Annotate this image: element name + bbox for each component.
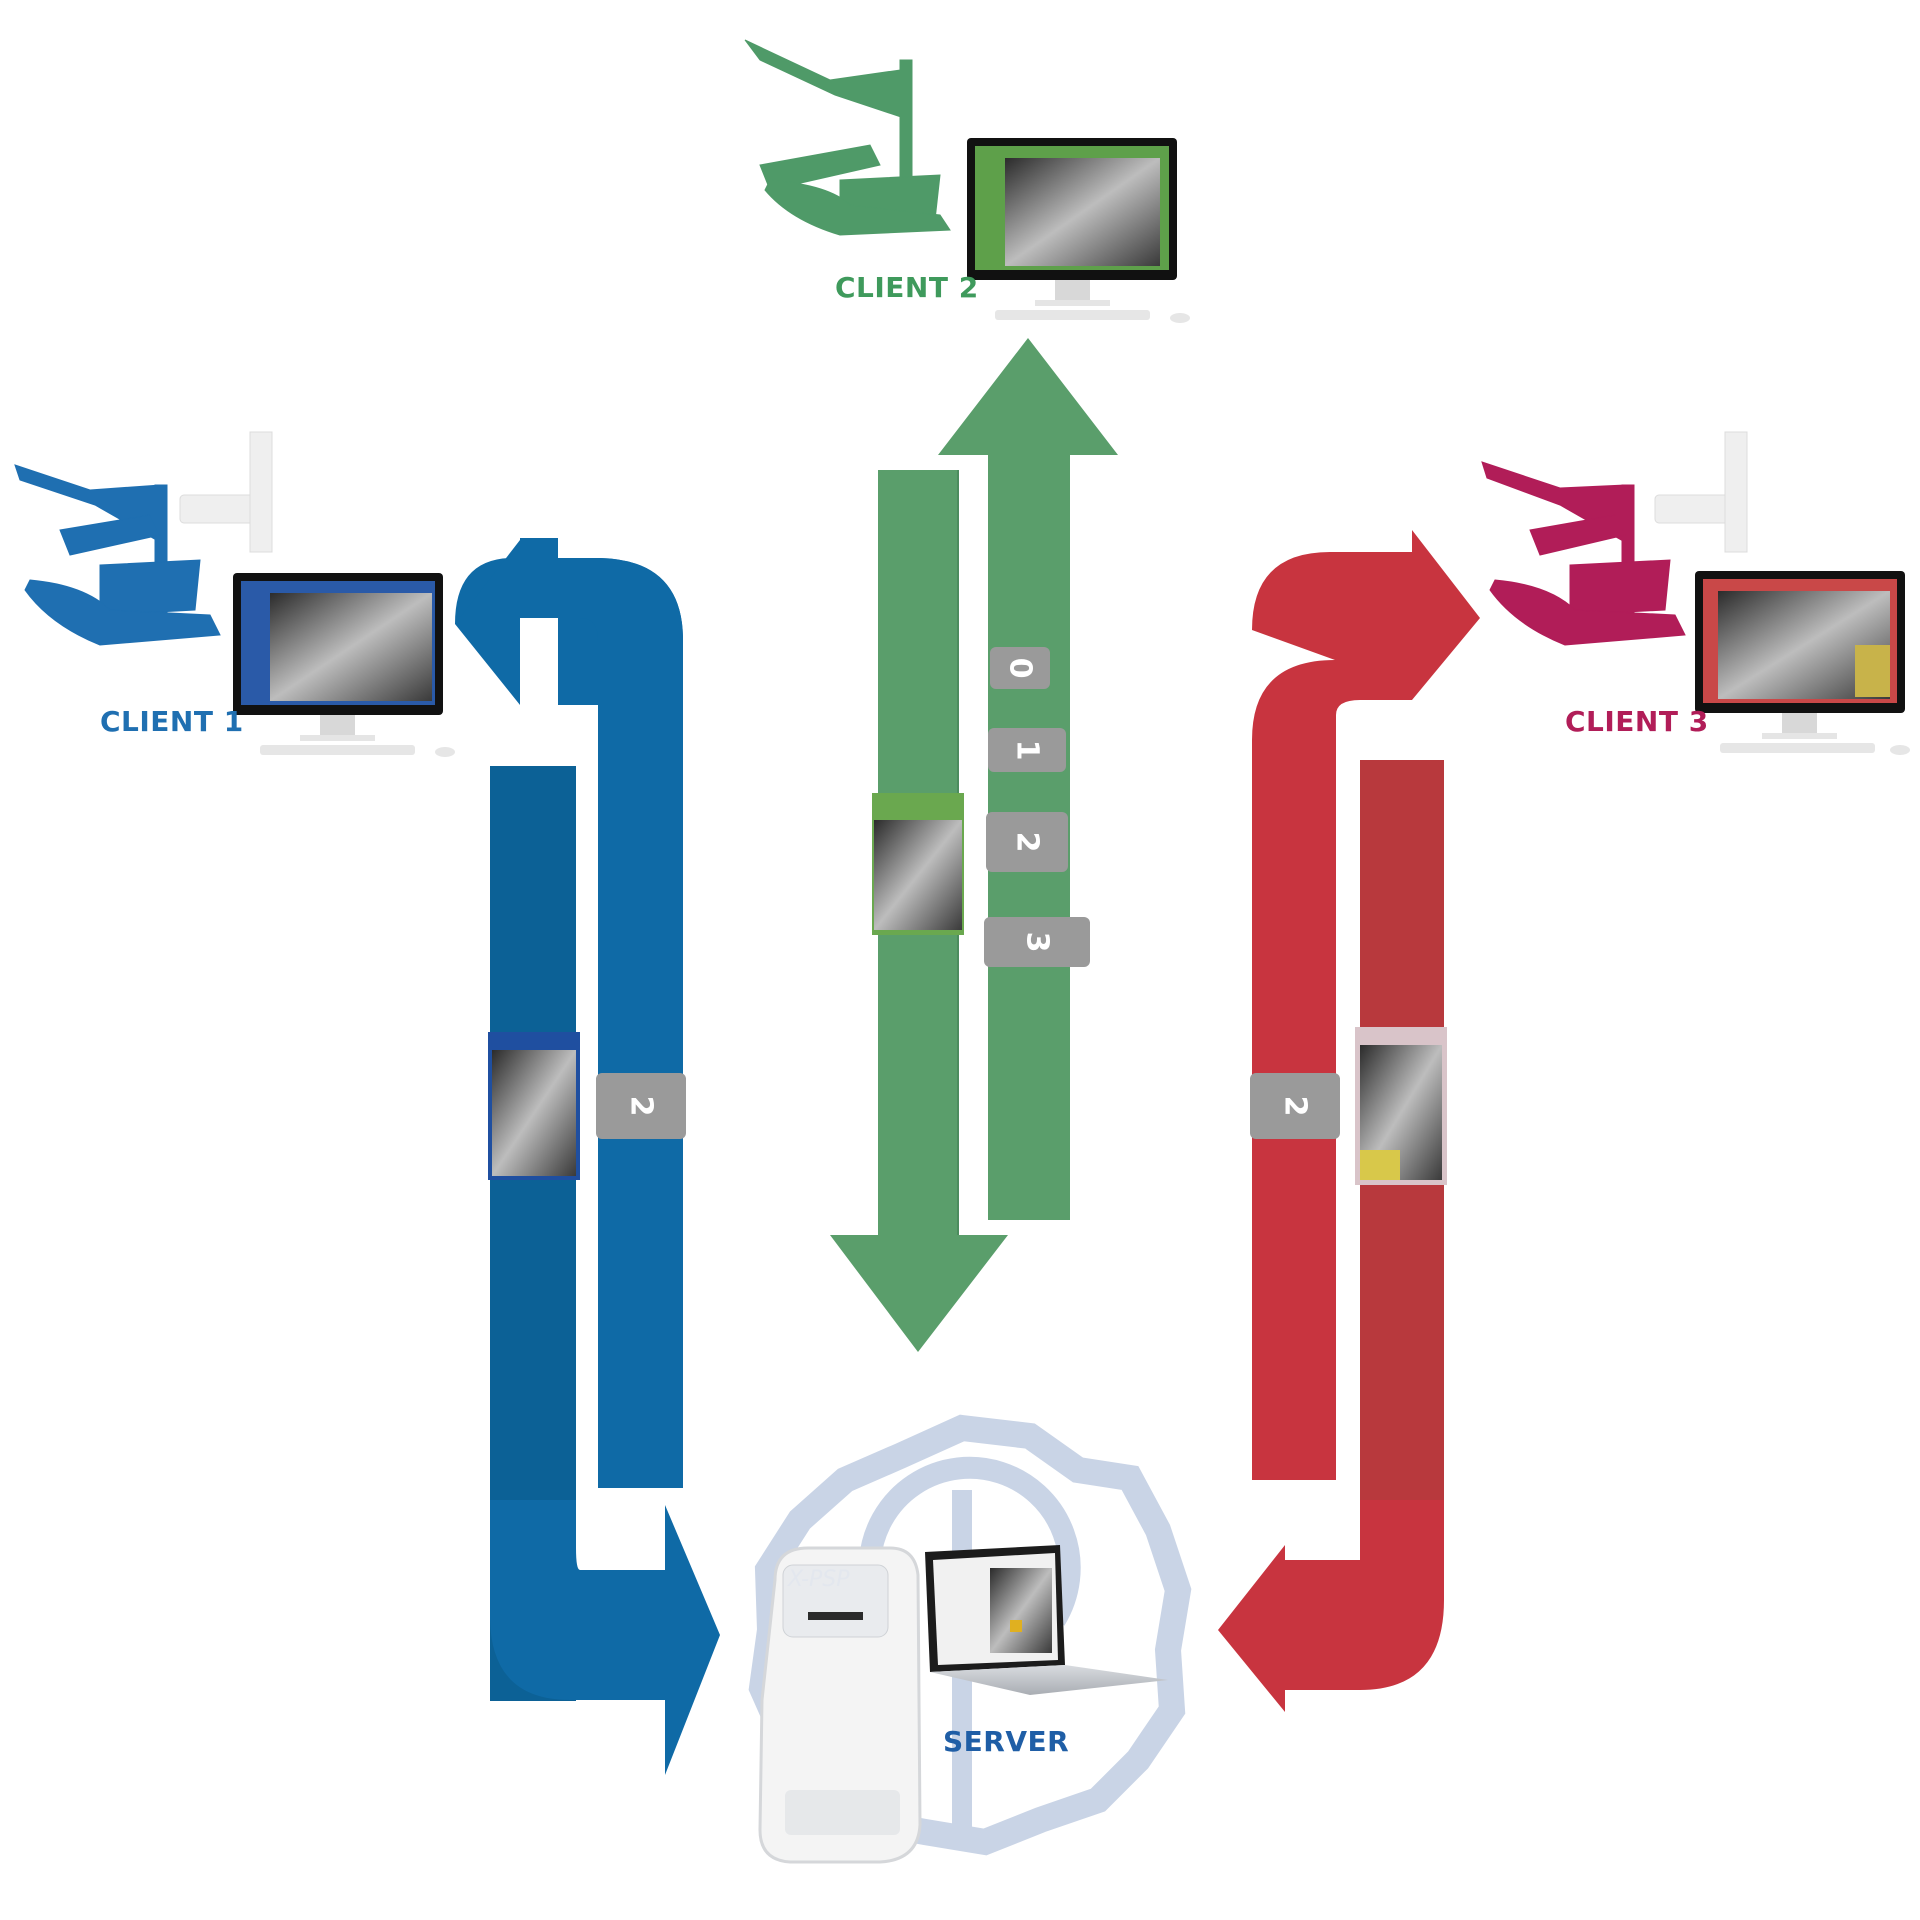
client1-image-packet	[488, 1032, 580, 1180]
client3-mouse-icon	[1890, 745, 1910, 755]
top-right-arrow	[1252, 530, 1480, 1480]
up-arrow	[938, 338, 1118, 1220]
client2-keyboard-icon	[995, 310, 1150, 320]
client3-image-packet	[1355, 1027, 1447, 1185]
client1-keyboard-icon	[260, 745, 415, 755]
client2-dental-chair-icon	[744, 39, 951, 236]
client1-label: CLIENT 1	[100, 705, 244, 738]
laptop-icon	[925, 1545, 1168, 1695]
scanner-brand-label: X-PSP	[788, 1567, 850, 1592]
server-label: SERVER	[943, 1725, 1070, 1758]
client2-chip-3: 3	[984, 917, 1090, 967]
client3-monitor-icon	[1695, 571, 1905, 739]
client2-label: CLIENT 2	[835, 271, 979, 304]
client3-wall-unit	[1654, 431, 1748, 553]
top-left-arrow	[455, 540, 683, 705]
client1-mouse-icon	[435, 747, 455, 757]
client1-monitor-icon	[233, 573, 443, 741]
client1-chip-2: 2	[596, 1073, 686, 1139]
client1-wall-unit	[179, 431, 273, 553]
client2-chip-2: 2	[986, 812, 1068, 872]
bottom-left-arrow	[1218, 1500, 1444, 1712]
client3-chip-2: 2	[1250, 1073, 1340, 1139]
client3-label: CLIENT 3	[1565, 705, 1709, 738]
client2-monitor-icon	[967, 138, 1177, 306]
client3-keyboard-icon	[1720, 743, 1875, 753]
client2-chip-0: 0	[990, 647, 1050, 689]
client2-image-packet	[872, 793, 964, 935]
client1-dental-chair-icon	[14, 464, 221, 646]
client2-mouse-icon	[1170, 313, 1190, 323]
client1-arrow	[455, 538, 720, 1775]
client2-chip-1: 1	[988, 728, 1066, 772]
psp-scanner-icon	[758, 1546, 922, 1864]
client3-dental-chair-icon	[1481, 461, 1686, 646]
bottom-right-arrow	[490, 1500, 720, 1775]
